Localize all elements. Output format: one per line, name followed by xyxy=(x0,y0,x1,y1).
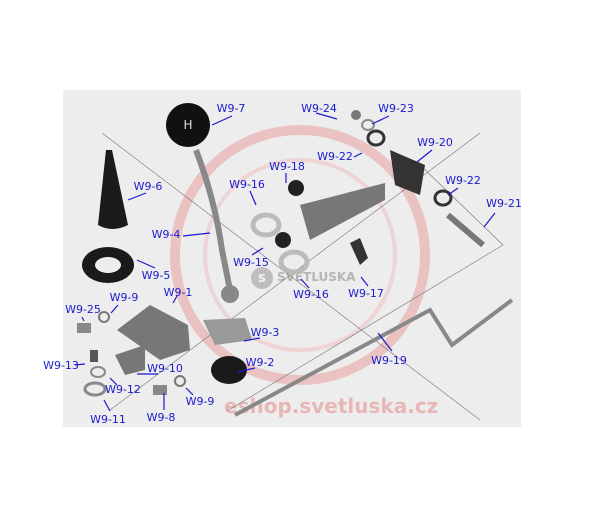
part-label: W9-21 xyxy=(486,197,522,210)
part-label: W9-16 xyxy=(293,288,329,301)
part-label: W9-6 xyxy=(134,180,163,193)
leader-line xyxy=(249,190,257,206)
hex-nut xyxy=(203,318,252,345)
leader-line xyxy=(81,316,85,322)
leader-line xyxy=(103,399,111,412)
part-label: W9-11 xyxy=(90,413,126,426)
leader-line xyxy=(127,192,147,201)
lever-ball xyxy=(221,285,239,303)
part-label: W9-17 xyxy=(348,287,384,300)
part-label: W9-22 xyxy=(317,150,353,163)
clamp xyxy=(390,150,425,195)
svetluska-logo-icon xyxy=(251,267,273,289)
leader-line xyxy=(483,212,496,228)
part-label: W9-12 xyxy=(105,383,141,396)
leader-line xyxy=(377,332,393,352)
bracket xyxy=(117,305,190,360)
leader-line xyxy=(211,115,233,126)
part-label: W9-13 xyxy=(43,359,79,372)
leader-line xyxy=(110,304,119,314)
parts: H xyxy=(77,103,514,417)
part-label: W9-24 xyxy=(301,102,337,115)
leader-line xyxy=(447,187,459,196)
logo-letter: S xyxy=(258,272,266,285)
part-label: W9-15 xyxy=(233,256,269,269)
linkage-rod xyxy=(234,298,514,417)
bushing xyxy=(211,356,247,384)
part-label: W9-16 xyxy=(229,178,265,191)
leader-line xyxy=(182,232,211,237)
part-label: W9-7 xyxy=(217,102,246,115)
leader-line xyxy=(172,295,178,304)
leader-line xyxy=(416,149,433,163)
part-label: W9-23 xyxy=(378,102,414,115)
part-label: W9-22 xyxy=(445,174,481,187)
part-label: W9-4 xyxy=(152,228,181,241)
leader-line xyxy=(300,278,310,289)
leader-line xyxy=(74,363,86,366)
leader-line xyxy=(185,387,194,396)
leader-line xyxy=(315,112,338,120)
watermark-text: eshop.svetluska.cz xyxy=(224,394,438,418)
part-label: W9-3 xyxy=(251,326,280,339)
leader-line xyxy=(136,259,156,269)
part-label: W9-20 xyxy=(417,136,453,149)
leader-line xyxy=(360,276,369,287)
knob-pattern: H xyxy=(183,118,192,132)
part-label: W9-5 xyxy=(142,269,171,282)
rubber-boot xyxy=(98,150,128,229)
part-label: W9-19 xyxy=(371,354,407,367)
part-label: W9-8 xyxy=(147,411,176,424)
leader-line xyxy=(109,377,118,386)
leader-line xyxy=(243,337,261,342)
part-label: W9-9 xyxy=(110,291,139,304)
leader-line xyxy=(353,152,363,158)
leader-line xyxy=(251,247,264,256)
part-label: W9-9 xyxy=(186,395,215,408)
selector-shaft xyxy=(300,183,385,240)
part-label: W9-10 xyxy=(147,362,183,375)
gear-knob xyxy=(166,103,210,147)
leader-line xyxy=(371,115,390,125)
leader-line xyxy=(237,367,256,373)
part-label: W9-25 xyxy=(65,303,101,316)
part-label: W9-1 xyxy=(164,286,193,299)
shift-lever xyxy=(193,148,233,291)
part-label: W9-2 xyxy=(246,356,275,369)
part-label: W9-18 xyxy=(269,160,305,173)
